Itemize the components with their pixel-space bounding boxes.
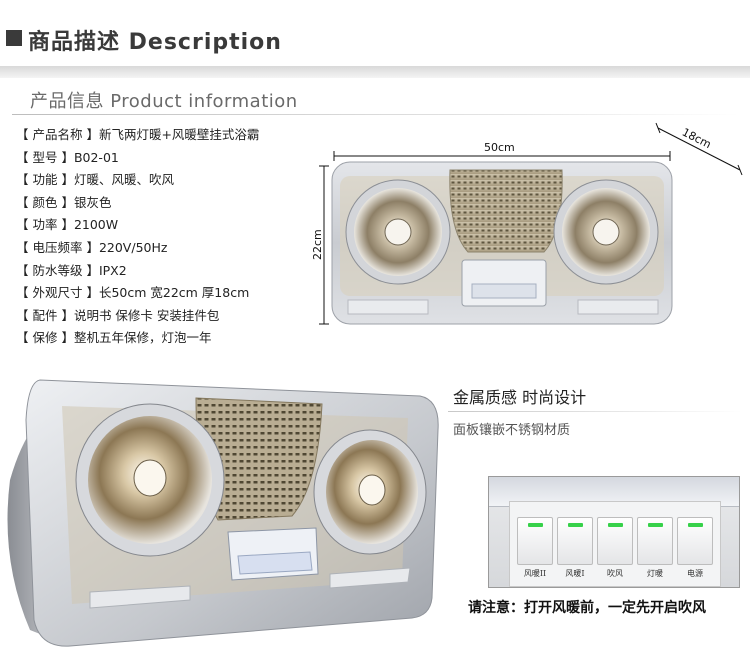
switch-label: 吹风 bbox=[607, 569, 623, 578]
spec-warranty: 【 保修 】整机五年保修，灯泡一年 bbox=[16, 330, 212, 346]
spec-power: 【 功率 】2100W bbox=[16, 217, 119, 233]
header-divider bbox=[0, 66, 750, 78]
switch-panel-closeup: 风暖II 风暖I 吹风 灯暖 电源 bbox=[488, 476, 740, 588]
feature-divider bbox=[448, 411, 742, 412]
switch-label: 灯暖 bbox=[647, 569, 663, 578]
switch-led bbox=[608, 523, 623, 527]
switch-led bbox=[568, 523, 583, 527]
feature-subtitle: 面板镶嵌不锈钢材质 bbox=[453, 423, 571, 438]
spec-size: 【 外观尺寸 】长50cm 宽22cm 厚18cm bbox=[16, 285, 250, 301]
switch-label: 电源 bbox=[687, 569, 703, 578]
spec-list: 【 产品名称 】新飞两灯暖+风暖壁挂式浴霸 【 型号 】B02-01 【 功能 … bbox=[16, 124, 316, 350]
section-header: 商品描述 Description bbox=[0, 0, 750, 68]
switch-led bbox=[648, 523, 663, 527]
warning-notice: 请注意：打开风暖前，一定先开启吹风 bbox=[468, 600, 706, 616]
switch-power[interactable] bbox=[677, 517, 713, 565]
switch-fan-heat-2[interactable] bbox=[517, 517, 553, 565]
switch-led bbox=[688, 523, 703, 527]
spec-waterproof: 【 防水等级 】IPX2 bbox=[16, 262, 127, 278]
switch-lamp-heat[interactable] bbox=[637, 517, 673, 565]
product-angle-photo bbox=[7, 379, 439, 647]
spec-color: 【 颜色 】银灰色 bbox=[16, 194, 112, 210]
feature-title: 金属质感 时尚设计 bbox=[453, 388, 587, 407]
spec-accessories: 【 配件 】说明书 保修卡 安装挂件包 bbox=[16, 307, 220, 323]
spec-function: 【 功能 】灯暖、风暖、吹风 bbox=[16, 172, 174, 188]
info-title: 产品信息 Product information bbox=[30, 91, 298, 112]
header-square-icon bbox=[6, 30, 22, 46]
switch-blow[interactable] bbox=[597, 517, 633, 565]
switch-block bbox=[461, 259, 547, 307]
switch-led bbox=[528, 523, 543, 527]
product-front-photo: 50cm 22cm 18cm bbox=[312, 122, 743, 325]
width-label: 50cm bbox=[484, 141, 515, 154]
switch-label: 风暖I bbox=[565, 569, 585, 578]
center-grille bbox=[449, 169, 563, 253]
spec-voltage: 【 电压频率 】220V/50Hz bbox=[16, 239, 168, 255]
spec-model: 【 型号 】B02-01 bbox=[16, 149, 119, 165]
info-divider bbox=[12, 114, 740, 115]
header-title: 商品描述 Description bbox=[28, 30, 282, 55]
switch-label: 风暖II bbox=[523, 569, 547, 578]
spec-name: 【 产品名称 】新飞两灯暖+风暖壁挂式浴霸 bbox=[16, 127, 260, 142]
height-label: 22cm bbox=[312, 229, 324, 260]
switch-fan-heat-1[interactable] bbox=[557, 517, 593, 565]
